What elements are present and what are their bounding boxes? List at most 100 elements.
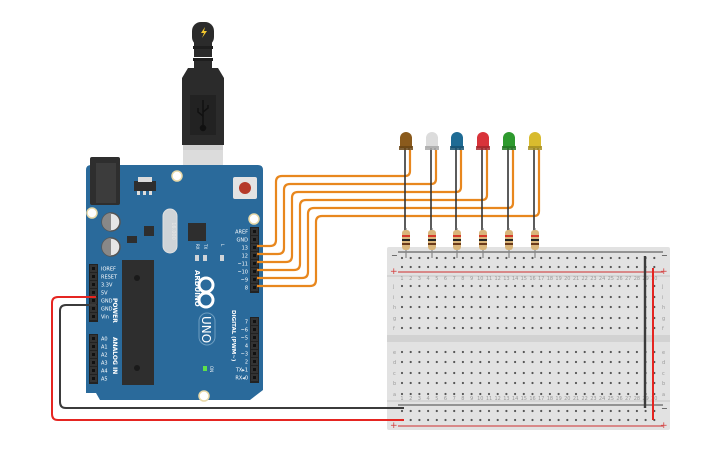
breadboard-hole[interactable] xyxy=(583,284,586,288)
arduino-uno-board[interactable]: 16.000 RX TX L ON ARDUINO UNO POWER ANAL… xyxy=(86,157,263,402)
breadboard-hole[interactable] xyxy=(505,360,508,364)
breadboard-hole[interactable] xyxy=(574,409,578,413)
breadboard-hole[interactable] xyxy=(479,418,482,422)
breadboard-hole[interactable] xyxy=(427,381,430,385)
breadboard-hole[interactable] xyxy=(453,295,456,299)
breadboard-hole[interactable] xyxy=(557,381,560,385)
breadboard-hole[interactable] xyxy=(514,326,517,330)
led-red[interactable] xyxy=(476,132,490,232)
breadboard-hole[interactable] xyxy=(592,316,595,320)
resistor[interactable] xyxy=(505,228,513,258)
breadboard-hole[interactable] xyxy=(400,409,404,413)
breadboard-hole[interactable] xyxy=(548,409,552,413)
breadboard-hole[interactable] xyxy=(627,371,630,375)
breadboard-hole[interactable] xyxy=(479,256,482,260)
breadboard-hole[interactable] xyxy=(618,305,621,309)
breadboard-hole[interactable] xyxy=(574,265,578,269)
breadboard-hole[interactable] xyxy=(435,371,438,375)
breadboard-hole[interactable] xyxy=(479,305,482,309)
breadboard-hole[interactable] xyxy=(618,265,621,269)
breadboard-hole[interactable] xyxy=(487,360,491,364)
breadboard-hole[interactable] xyxy=(618,295,621,299)
breadboard-hole[interactable] xyxy=(601,371,604,375)
breadboard-hole[interactable] xyxy=(601,305,604,309)
led-brown[interactable] xyxy=(399,132,413,232)
breadboard-hole[interactable] xyxy=(496,305,499,309)
breadboard-hole[interactable] xyxy=(557,295,560,299)
breadboard-hole[interactable] xyxy=(487,265,491,269)
breadboard-hole[interactable] xyxy=(531,284,534,288)
breadboard-hole[interactable] xyxy=(418,392,421,396)
breadboard-hole[interactable] xyxy=(592,284,595,288)
breadboard-hole[interactable] xyxy=(444,265,447,269)
breadboard-hole[interactable] xyxy=(487,305,491,309)
breadboard-hole[interactable] xyxy=(496,295,499,299)
breadboard-hole[interactable] xyxy=(522,265,525,269)
breadboard-hole[interactable] xyxy=(574,284,578,288)
breadboard-hole[interactable] xyxy=(522,350,525,354)
breadboard-hole[interactable] xyxy=(522,316,525,320)
breadboard-hole[interactable] xyxy=(418,256,421,260)
breadboard-hole[interactable] xyxy=(635,305,639,309)
breadboard-hole[interactable] xyxy=(479,409,482,413)
breadboard-hole[interactable] xyxy=(435,256,438,260)
breadboard-hole[interactable] xyxy=(557,409,560,413)
breadboard-hole[interactable] xyxy=(601,360,604,364)
breadboard-hole[interactable] xyxy=(548,381,552,385)
breadboard-hole[interactable] xyxy=(461,256,464,260)
breadboard-hole[interactable] xyxy=(461,326,464,330)
breadboard-hole[interactable] xyxy=(635,418,639,422)
breadboard-hole[interactable] xyxy=(557,350,560,354)
wire-gnd[interactable] xyxy=(59,304,404,409)
breadboard-hole[interactable] xyxy=(514,381,517,385)
breadboard-hole[interactable] xyxy=(418,371,421,375)
breadboard[interactable]: 1122334455667788991010111112121313141415… xyxy=(387,247,670,431)
breadboard-hole[interactable] xyxy=(435,316,438,320)
breadboard-hole[interactable] xyxy=(409,295,412,299)
breadboard-hole[interactable] xyxy=(514,284,517,288)
breadboard-hole[interactable] xyxy=(601,316,604,320)
breadboard-hole[interactable] xyxy=(400,256,404,260)
breadboard-hole[interactable] xyxy=(400,295,404,299)
breadboard-hole[interactable] xyxy=(557,326,560,330)
breadboard-hole[interactable] xyxy=(461,265,464,269)
breadboard-hole[interactable] xyxy=(409,392,412,396)
breadboard-hole[interactable] xyxy=(635,381,639,385)
breadboard-hole[interactable] xyxy=(531,305,534,309)
breadboard-hole[interactable] xyxy=(531,409,534,413)
breadboard-hole[interactable] xyxy=(470,409,473,413)
breadboard-hole[interactable] xyxy=(453,418,456,422)
breadboard-hole[interactable] xyxy=(505,316,508,320)
breadboard-hole[interactable] xyxy=(427,350,430,354)
breadboard-hole[interactable] xyxy=(409,371,412,375)
breadboard-hole[interactable] xyxy=(583,360,586,364)
breadboard-hole[interactable] xyxy=(487,284,491,288)
breadboard-hole[interactable] xyxy=(496,392,499,396)
breadboard-hole[interactable] xyxy=(540,350,543,354)
resistor[interactable] xyxy=(402,228,410,258)
breadboard-hole[interactable] xyxy=(531,265,534,269)
breadboard-hole[interactable] xyxy=(531,256,534,260)
breadboard-hole[interactable] xyxy=(400,381,404,385)
breadboard-hole[interactable] xyxy=(479,392,482,396)
breadboard-hole[interactable] xyxy=(592,326,595,330)
wire-pin-12[interactable] xyxy=(257,150,438,256)
breadboard-hole[interactable] xyxy=(479,295,482,299)
breadboard-hole[interactable] xyxy=(487,350,491,354)
breadboard-hole[interactable] xyxy=(574,418,578,422)
breadboard-hole[interactable] xyxy=(496,360,499,364)
breadboard-hole[interactable] xyxy=(444,371,447,375)
breadboard-hole[interactable] xyxy=(444,381,447,385)
breadboard-hole[interactable] xyxy=(540,316,543,320)
breadboard-hole[interactable] xyxy=(514,265,517,269)
breadboard-hole[interactable] xyxy=(470,256,473,260)
breadboard-hole[interactable] xyxy=(592,305,595,309)
breadboard-hole[interactable] xyxy=(418,284,421,288)
breadboard-hole[interactable] xyxy=(505,326,508,330)
breadboard-hole[interactable] xyxy=(505,381,508,385)
breadboard-hole[interactable] xyxy=(461,305,464,309)
breadboard-hole[interactable] xyxy=(540,284,543,288)
breadboard-hole[interactable] xyxy=(618,392,621,396)
breadboard-hole[interactable] xyxy=(496,256,499,260)
wire-pin-8[interactable] xyxy=(257,150,541,288)
